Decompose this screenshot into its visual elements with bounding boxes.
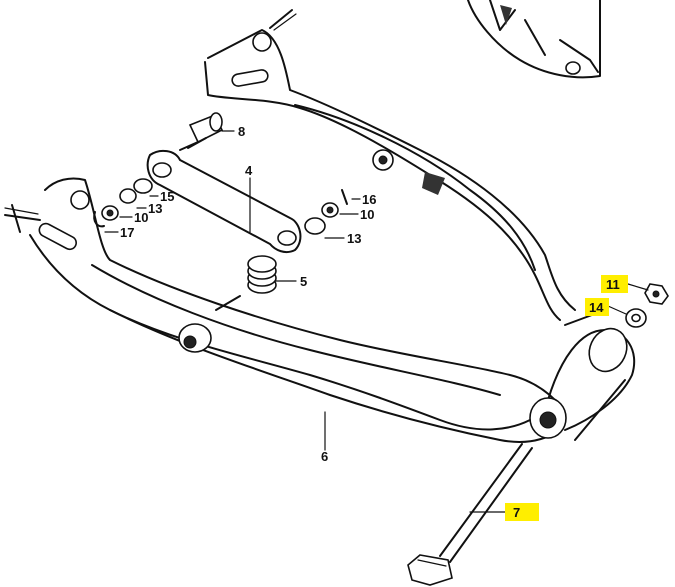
adjuster-link	[146, 149, 302, 254]
right-hardware	[304, 189, 348, 235]
highlight-14	[585, 298, 609, 316]
callout-15: 15	[160, 189, 174, 204]
callout-8: 8	[238, 124, 245, 139]
swing-arm	[4, 9, 636, 443]
callout-5: 5	[300, 274, 307, 289]
callout-17: 17	[120, 225, 134, 240]
spring-5	[247, 255, 277, 294]
callout-4: 4	[245, 163, 253, 178]
callout-6: 6	[321, 449, 328, 464]
highlight-7	[505, 503, 539, 521]
callout-13-left: 13	[148, 201, 162, 216]
callout-14: 14	[589, 300, 604, 315]
washer-14	[625, 308, 647, 328]
nut-11	[644, 283, 669, 305]
callout-16: 16	[362, 192, 376, 207]
left-hardware	[93, 178, 153, 228]
callout-10-right: 10	[360, 207, 374, 222]
fender-bracket	[467, 0, 601, 79]
callout-11: 11	[606, 277, 620, 292]
bolt-8	[179, 112, 224, 151]
lower-stud	[215, 295, 241, 311]
callout-10-left: 10	[134, 210, 148, 225]
callout-13-right: 13	[347, 231, 361, 246]
pivot-bolt	[407, 443, 533, 586]
leader-lines	[104, 130, 649, 513]
callout-7: 7	[513, 505, 520, 520]
highlight-11	[601, 275, 628, 293]
